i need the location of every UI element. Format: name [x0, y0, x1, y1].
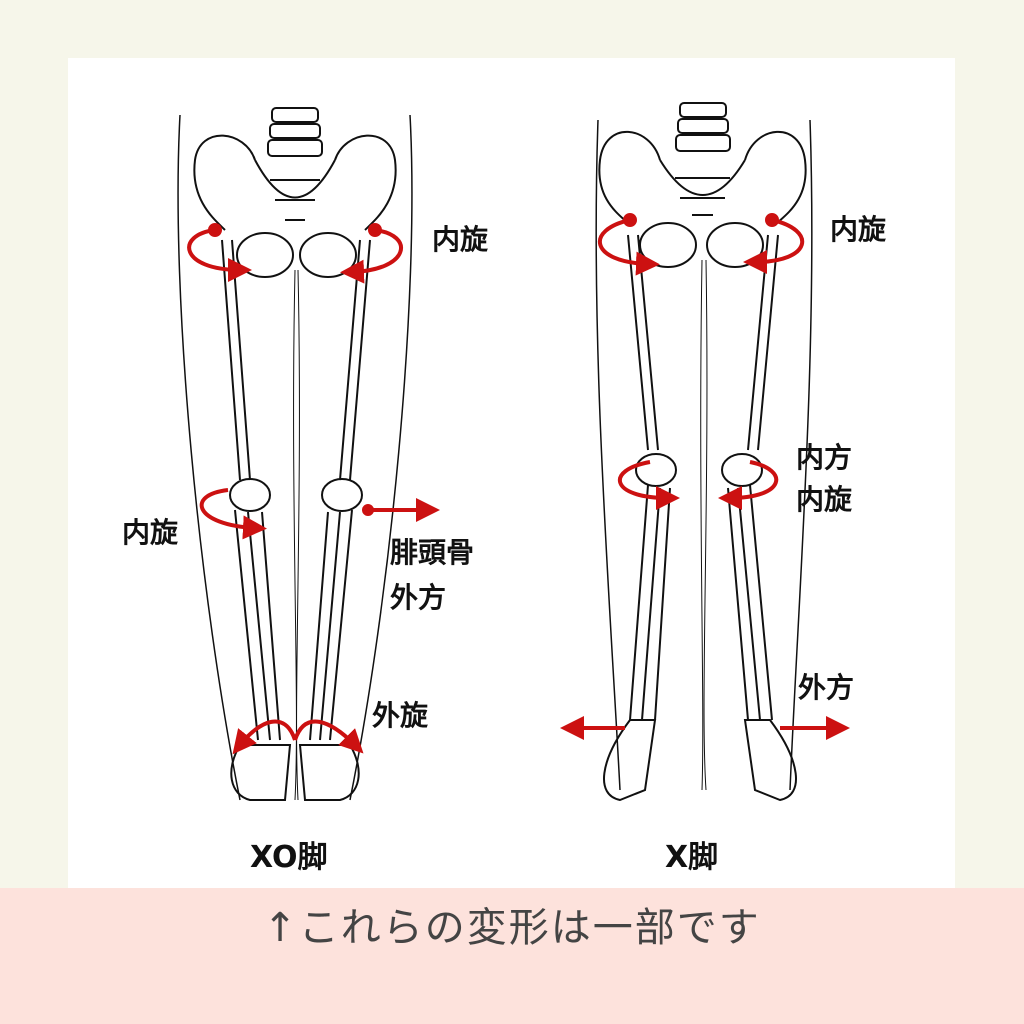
- x-leg-skeleton: [595, 102, 813, 802]
- xo-title: XO脚: [250, 840, 328, 875]
- xo-fibula-label-1: 腓頭骨: [390, 536, 475, 569]
- x-ankle-label: 外方: [798, 671, 855, 704]
- xo-leg-skeleton: [177, 107, 413, 801]
- xo-ankle-label: 外旋: [372, 699, 429, 732]
- x-title: X脚: [665, 840, 719, 875]
- caption-band: [0, 888, 1024, 1024]
- xo-knee-label: 内旋: [122, 516, 179, 549]
- illustration-panel: [68, 58, 955, 890]
- x-knee-label-1: 内方: [796, 441, 853, 474]
- xo-hip-label: 内旋: [432, 223, 489, 256]
- caption: ↑これらの変形は一部です: [263, 905, 761, 951]
- xo-fibula-label-2: 外方: [390, 581, 447, 614]
- xo-red-arrows: [187, 223, 440, 755]
- x-hip-label: 内旋: [830, 213, 887, 246]
- x-red-arrows: [560, 213, 850, 740]
- x-knee-label-2: 内旋: [796, 483, 853, 516]
